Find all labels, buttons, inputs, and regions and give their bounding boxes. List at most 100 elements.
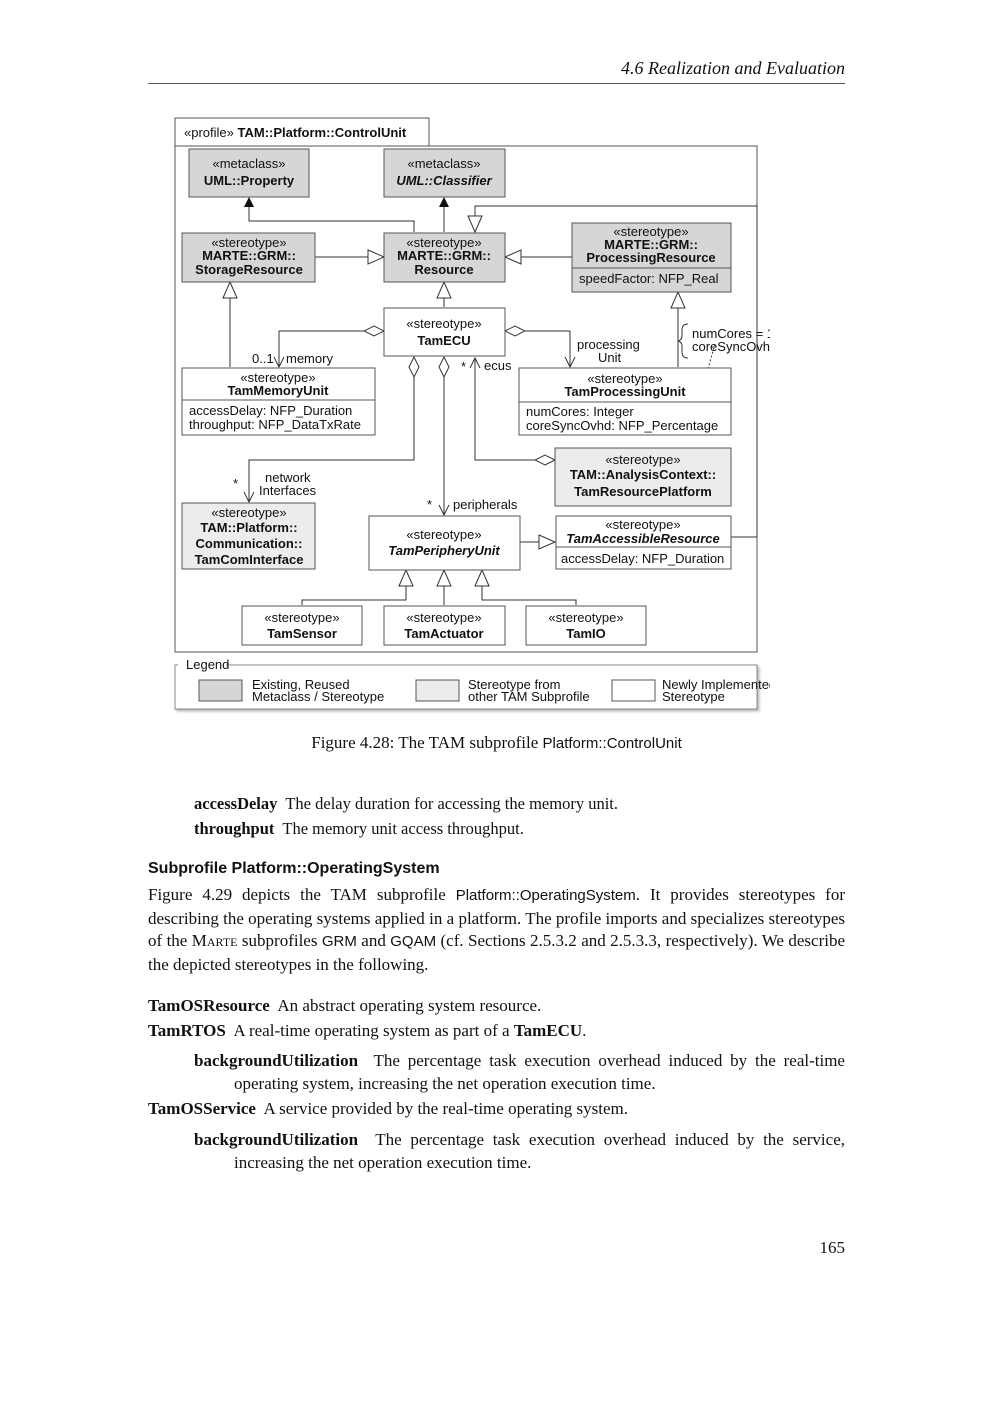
legend-item-existing: Existing, Reused Metaclass / Stereotype	[198, 677, 384, 704]
class-tam-sensor: «stereotype» TamSensor	[241, 605, 363, 646]
svg-text:peripherals: peripherals	[453, 497, 518, 512]
svg-text:TamIO: TamIO	[566, 626, 606, 641]
svg-text:throughput: NFP_DataTxRate: throughput: NFP_DataTxRate	[189, 417, 361, 432]
svg-text:coreSyncOvhd: NFP_Percentage: coreSyncOvhd: NFP_Percentage	[526, 418, 718, 433]
svg-text:ecus: ecus	[484, 358, 512, 373]
svg-text:TamMemoryUnit: TamMemoryUnit	[228, 383, 330, 398]
svg-text:«stereotype»: «stereotype»	[264, 610, 339, 625]
svg-text:«metaclass»: «metaclass»	[213, 156, 286, 171]
svg-text:UML::Property: UML::Property	[204, 173, 295, 188]
class-tam-ecu: «stereotype» TamECU	[383, 307, 506, 357]
svg-text:«stereotype»: «stereotype»	[613, 224, 688, 239]
extension-property	[244, 197, 415, 232]
entry-tam-os-resource: TamOSResource An abstract operating syst…	[148, 996, 542, 1015]
entry-service-background-utilization: backgroundUtilization The percentage tas…	[194, 1130, 845, 1172]
class-com-interface: «stereotype» TAM::Platform:: Communicati…	[181, 502, 316, 570]
definition-access-delay: accessDelay The delay duration for acces…	[194, 794, 618, 813]
class-analysis-context: «stereotype» TAM::AnalysisContext:: TamR…	[554, 447, 732, 507]
svg-text:Communication::: Communication::	[196, 536, 303, 551]
legend-item-new: Newly Implemented Stereotype	[611, 677, 770, 704]
association-labels: 0..1 memory * ecus processing Unit * net…	[233, 337, 640, 512]
svg-text:*: *	[427, 497, 432, 512]
svg-text:Stereotype: Stereotype	[662, 689, 725, 704]
legend-item-other-subprofile: Stereotype from other TAM Subprofile	[415, 677, 590, 704]
class-periphery-unit: «stereotype» TamPeripheryUnit	[368, 515, 521, 571]
subsection-heading: Subprofile Platform::OperatingSystem	[148, 860, 440, 877]
svg-text:TAM::AnalysisContext::: TAM::AnalysisContext::	[570, 467, 716, 482]
svg-text:«stereotype»: «stereotype»	[211, 505, 286, 520]
legend-title: Legend	[186, 657, 229, 672]
subsection-paragraph: Figure 4.29 depicts the TAM subprofile P…	[148, 885, 846, 975]
svg-text:*: *	[233, 476, 238, 491]
svg-text:numCores: Integer: numCores: Integer	[526, 404, 634, 419]
svg-text:«stereotype»: «stereotype»	[548, 610, 623, 625]
svg-text:«stereotype»: «stereotype»	[406, 610, 481, 625]
svg-text:«stereotype»: «stereotype»	[240, 370, 315, 385]
svg-text:Unit: Unit	[598, 350, 622, 365]
svg-text:«stereotype»: «stereotype»	[406, 316, 481, 331]
svg-text:«stereotype»: «stereotype»	[406, 527, 481, 542]
svg-text:coreSyncOvhd = [0..0]: coreSyncOvhd = [0..0]	[692, 339, 770, 354]
class-uml-classifier: «metaclass» UML::Classifier	[383, 148, 506, 198]
running-header: 4.6 Realization and Evaluation	[148, 58, 845, 84]
class-resource: «stereotype» MARTE::GRM:: Resource	[383, 232, 506, 283]
svg-text:TamECU: TamECU	[417, 333, 470, 348]
svg-text:«metaclass»: «metaclass»	[408, 156, 481, 171]
legend: Legend Existing, Reused Metaclass / Ster…	[174, 657, 770, 710]
svg-text:speedFactor: NFP_Real: speedFactor: NFP_Real	[579, 271, 719, 286]
svg-text:«stereotype»: «stereotype»	[587, 371, 662, 386]
svg-text:«stereotype»: «stereotype»	[605, 517, 680, 532]
svg-text:network: network	[265, 470, 311, 485]
svg-text:StorageResource: StorageResource	[195, 262, 303, 277]
svg-text:processing: processing	[577, 337, 640, 352]
class-tam-memory-unit: «stereotype» TamMemoryUnit accessDelay: …	[181, 367, 376, 436]
generalization-sensor	[301, 570, 406, 605]
entry-tam-os-service: TamOSService A service provided by the r…	[148, 1099, 628, 1118]
generalization-io	[482, 570, 577, 605]
svg-text:«stereotype»: «stereotype»	[406, 235, 481, 250]
class-uml-property: «metaclass» UML::Property	[188, 148, 310, 198]
class-processing-resource: «stereotype» MARTE::GRM:: ProcessingReso…	[571, 222, 732, 293]
svg-text:TamPeripheryUnit: TamPeripheryUnit	[388, 543, 500, 558]
svg-text:0..1: 0..1	[252, 351, 274, 366]
definition-throughput: throughput The memory unit access throug…	[194, 819, 524, 838]
figure-caption: Figure 4.28: The TAM subprofile Platform…	[311, 733, 682, 752]
svg-text:TAM::Platform::: TAM::Platform::	[200, 520, 297, 535]
running-title: 4.6 Realization and Evaluation	[621, 58, 845, 78]
page-number: 165	[819, 1238, 846, 1257]
class-storage-resource: «stereotype» MARTE::GRM:: StorageResourc…	[181, 232, 316, 283]
svg-text:Interfaces: Interfaces	[259, 483, 317, 498]
association-ecus	[475, 358, 555, 460]
svg-text:other TAM Subprofile: other TAM Subprofile	[468, 689, 590, 704]
svg-text:accessDelay: NFP_Duration: accessDelay: NFP_Duration	[189, 403, 352, 418]
svg-text:MARTE::GRM::: MARTE::GRM::	[604, 237, 698, 252]
svg-text:memory: memory	[286, 351, 333, 366]
svg-text:ProcessingResource: ProcessingResource	[586, 250, 715, 265]
svg-text:TamProcessingUnit: TamProcessingUnit	[564, 384, 686, 399]
svg-text:MARTE::GRM::: MARTE::GRM::	[397, 248, 491, 263]
svg-text:«stereotype»: «stereotype»	[605, 452, 680, 467]
constraint-note: numCores = 1 implies coreSyncOvhd = [0..…	[677, 323, 770, 359]
svg-text:numCores = 1 implies: numCores = 1 implies	[692, 326, 770, 341]
svg-text:TamAccessibleResource: TamAccessibleResource	[566, 531, 719, 546]
generalization-accessible-classifier	[475, 205, 758, 538]
class-tam-io: «stereotype» TamIO	[525, 605, 647, 646]
svg-text:«stereotype»: «stereotype»	[211, 235, 286, 250]
svg-text:TamResourcePlatform: TamResourcePlatform	[574, 484, 712, 499]
svg-text:MARTE::GRM::: MARTE::GRM::	[202, 248, 296, 263]
svg-text:Metaclass / Stereotype: Metaclass / Stereotype	[252, 689, 384, 704]
entry-tam-rtos: TamRTOS A real-time operating system as …	[148, 1021, 587, 1040]
composition-processing	[505, 331, 570, 367]
connectors	[230, 197, 758, 605]
svg-text:*: *	[461, 359, 466, 374]
svg-text:Stereotype from: Stereotype from	[468, 677, 561, 692]
svg-text:«profile» TAM::Platform::Contr: «profile» TAM::Platform::ControlUnit	[184, 125, 407, 140]
svg-text:Newly Implemented: Newly Implemented	[662, 677, 770, 692]
svg-text:Existing, Reused: Existing, Reused	[252, 677, 350, 692]
svg-text:UML::Classifier: UML::Classifier	[396, 173, 492, 188]
svg-text:TamComInterface: TamComInterface	[195, 552, 304, 567]
svg-text:accessDelay: NFP_Duration: accessDelay: NFP_Duration	[561, 551, 724, 566]
class-tam-processing-unit: «stereotype» TamProcessingUnit numCores:…	[518, 367, 732, 436]
uml-profile-diagram: «profile» TAM::Platform::ControlUnit	[174, 117, 770, 710]
class-tam-actuator: «stereotype» TamActuator	[383, 605, 506, 646]
